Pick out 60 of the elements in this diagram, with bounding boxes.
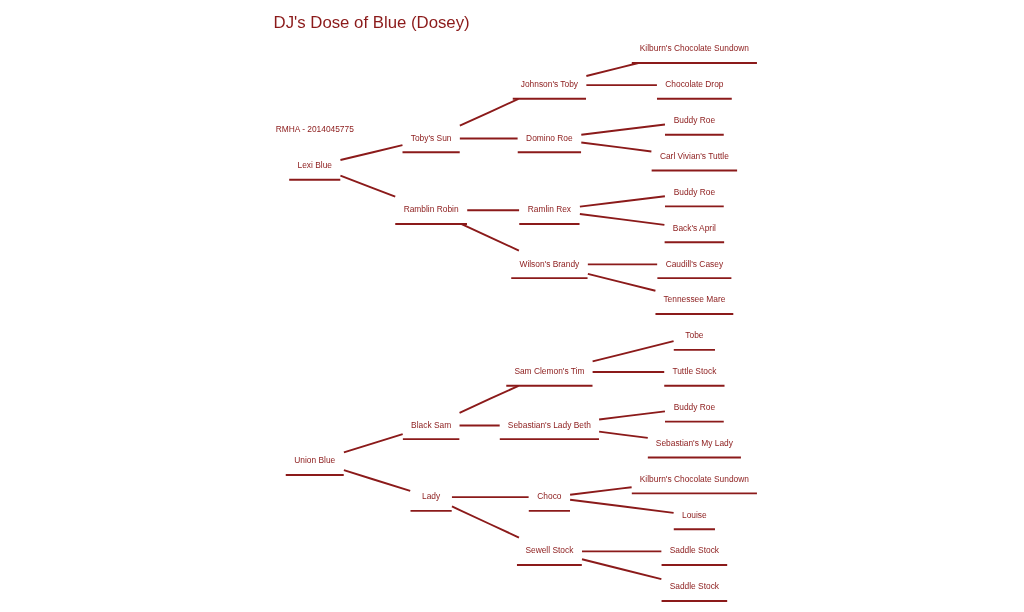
node-text: Sam Clemon's Tim (514, 366, 585, 377)
node-text: Union Blue (294, 455, 336, 466)
node-text: Tobe (685, 330, 704, 341)
connector (591, 371, 666, 373)
connector (569, 498, 675, 514)
node-text: Kilburn's Chocolate Sundown (639, 43, 749, 54)
diagram-title: DJ's Dose of Blue (Dosey) (273, 12, 470, 32)
connector (458, 424, 501, 427)
connector (578, 213, 666, 226)
node-text: Tennessee Mare (663, 294, 726, 305)
node-text: Carl Vivian's Tuttle (659, 150, 729, 161)
label: RMHA - 2014045775 (275, 124, 354, 135)
node-text: Louise (682, 509, 707, 520)
connector (451, 496, 530, 499)
node-text: Saddle Stock (669, 545, 720, 556)
connector (466, 209, 521, 212)
node-text: Ramlin Rex (527, 204, 572, 215)
connector (598, 410, 666, 421)
connector (580, 141, 653, 153)
node-text: Sebastian's My Lady (655, 437, 733, 448)
connector (460, 223, 520, 252)
node-text: Sebastian's Lady Beth (507, 419, 591, 430)
node-text: Johnson's Toby (520, 79, 579, 90)
connector (458, 97, 520, 127)
node-text: Saddle Stock (669, 581, 720, 592)
node-text: Black Sam (411, 419, 452, 430)
node-text: Sewell Stock (525, 545, 574, 556)
connector (585, 62, 640, 77)
node-text: Caudill's Casey (665, 258, 724, 269)
node-text: Back's April (672, 222, 716, 233)
node-text: Buddy Roe (673, 402, 716, 413)
connector (578, 195, 666, 208)
node-text: Buddy Roe (673, 115, 716, 126)
connector (591, 340, 675, 363)
connector (586, 272, 657, 292)
node-text: Toby's Sun (410, 132, 452, 143)
connector (598, 430, 649, 439)
connector (569, 486, 633, 496)
node-text: Ramblin Robin (403, 204, 459, 215)
connector (580, 123, 666, 136)
connector (342, 433, 404, 454)
node-text: Wilson's Brandy (519, 258, 580, 269)
connector (458, 137, 519, 140)
node-text: Domino Roe (526, 132, 573, 143)
connector (581, 558, 663, 581)
connector (458, 384, 520, 414)
node-text: Kilburn's Chocolate Sundown (639, 473, 749, 484)
connector (339, 144, 404, 161)
node-text: Choco (537, 491, 562, 502)
connector (342, 469, 412, 492)
node-text: Lady (422, 491, 441, 502)
node-text: Buddy Roe (673, 186, 716, 197)
connector (586, 263, 659, 266)
node-text: Tuttle Stock (672, 366, 717, 377)
connector (581, 550, 663, 553)
node-text: Chocolate Drop (665, 79, 724, 90)
connector (451, 505, 520, 539)
connector (339, 174, 397, 198)
node-text: Lexi Blue (297, 160, 332, 171)
connector (585, 84, 658, 87)
